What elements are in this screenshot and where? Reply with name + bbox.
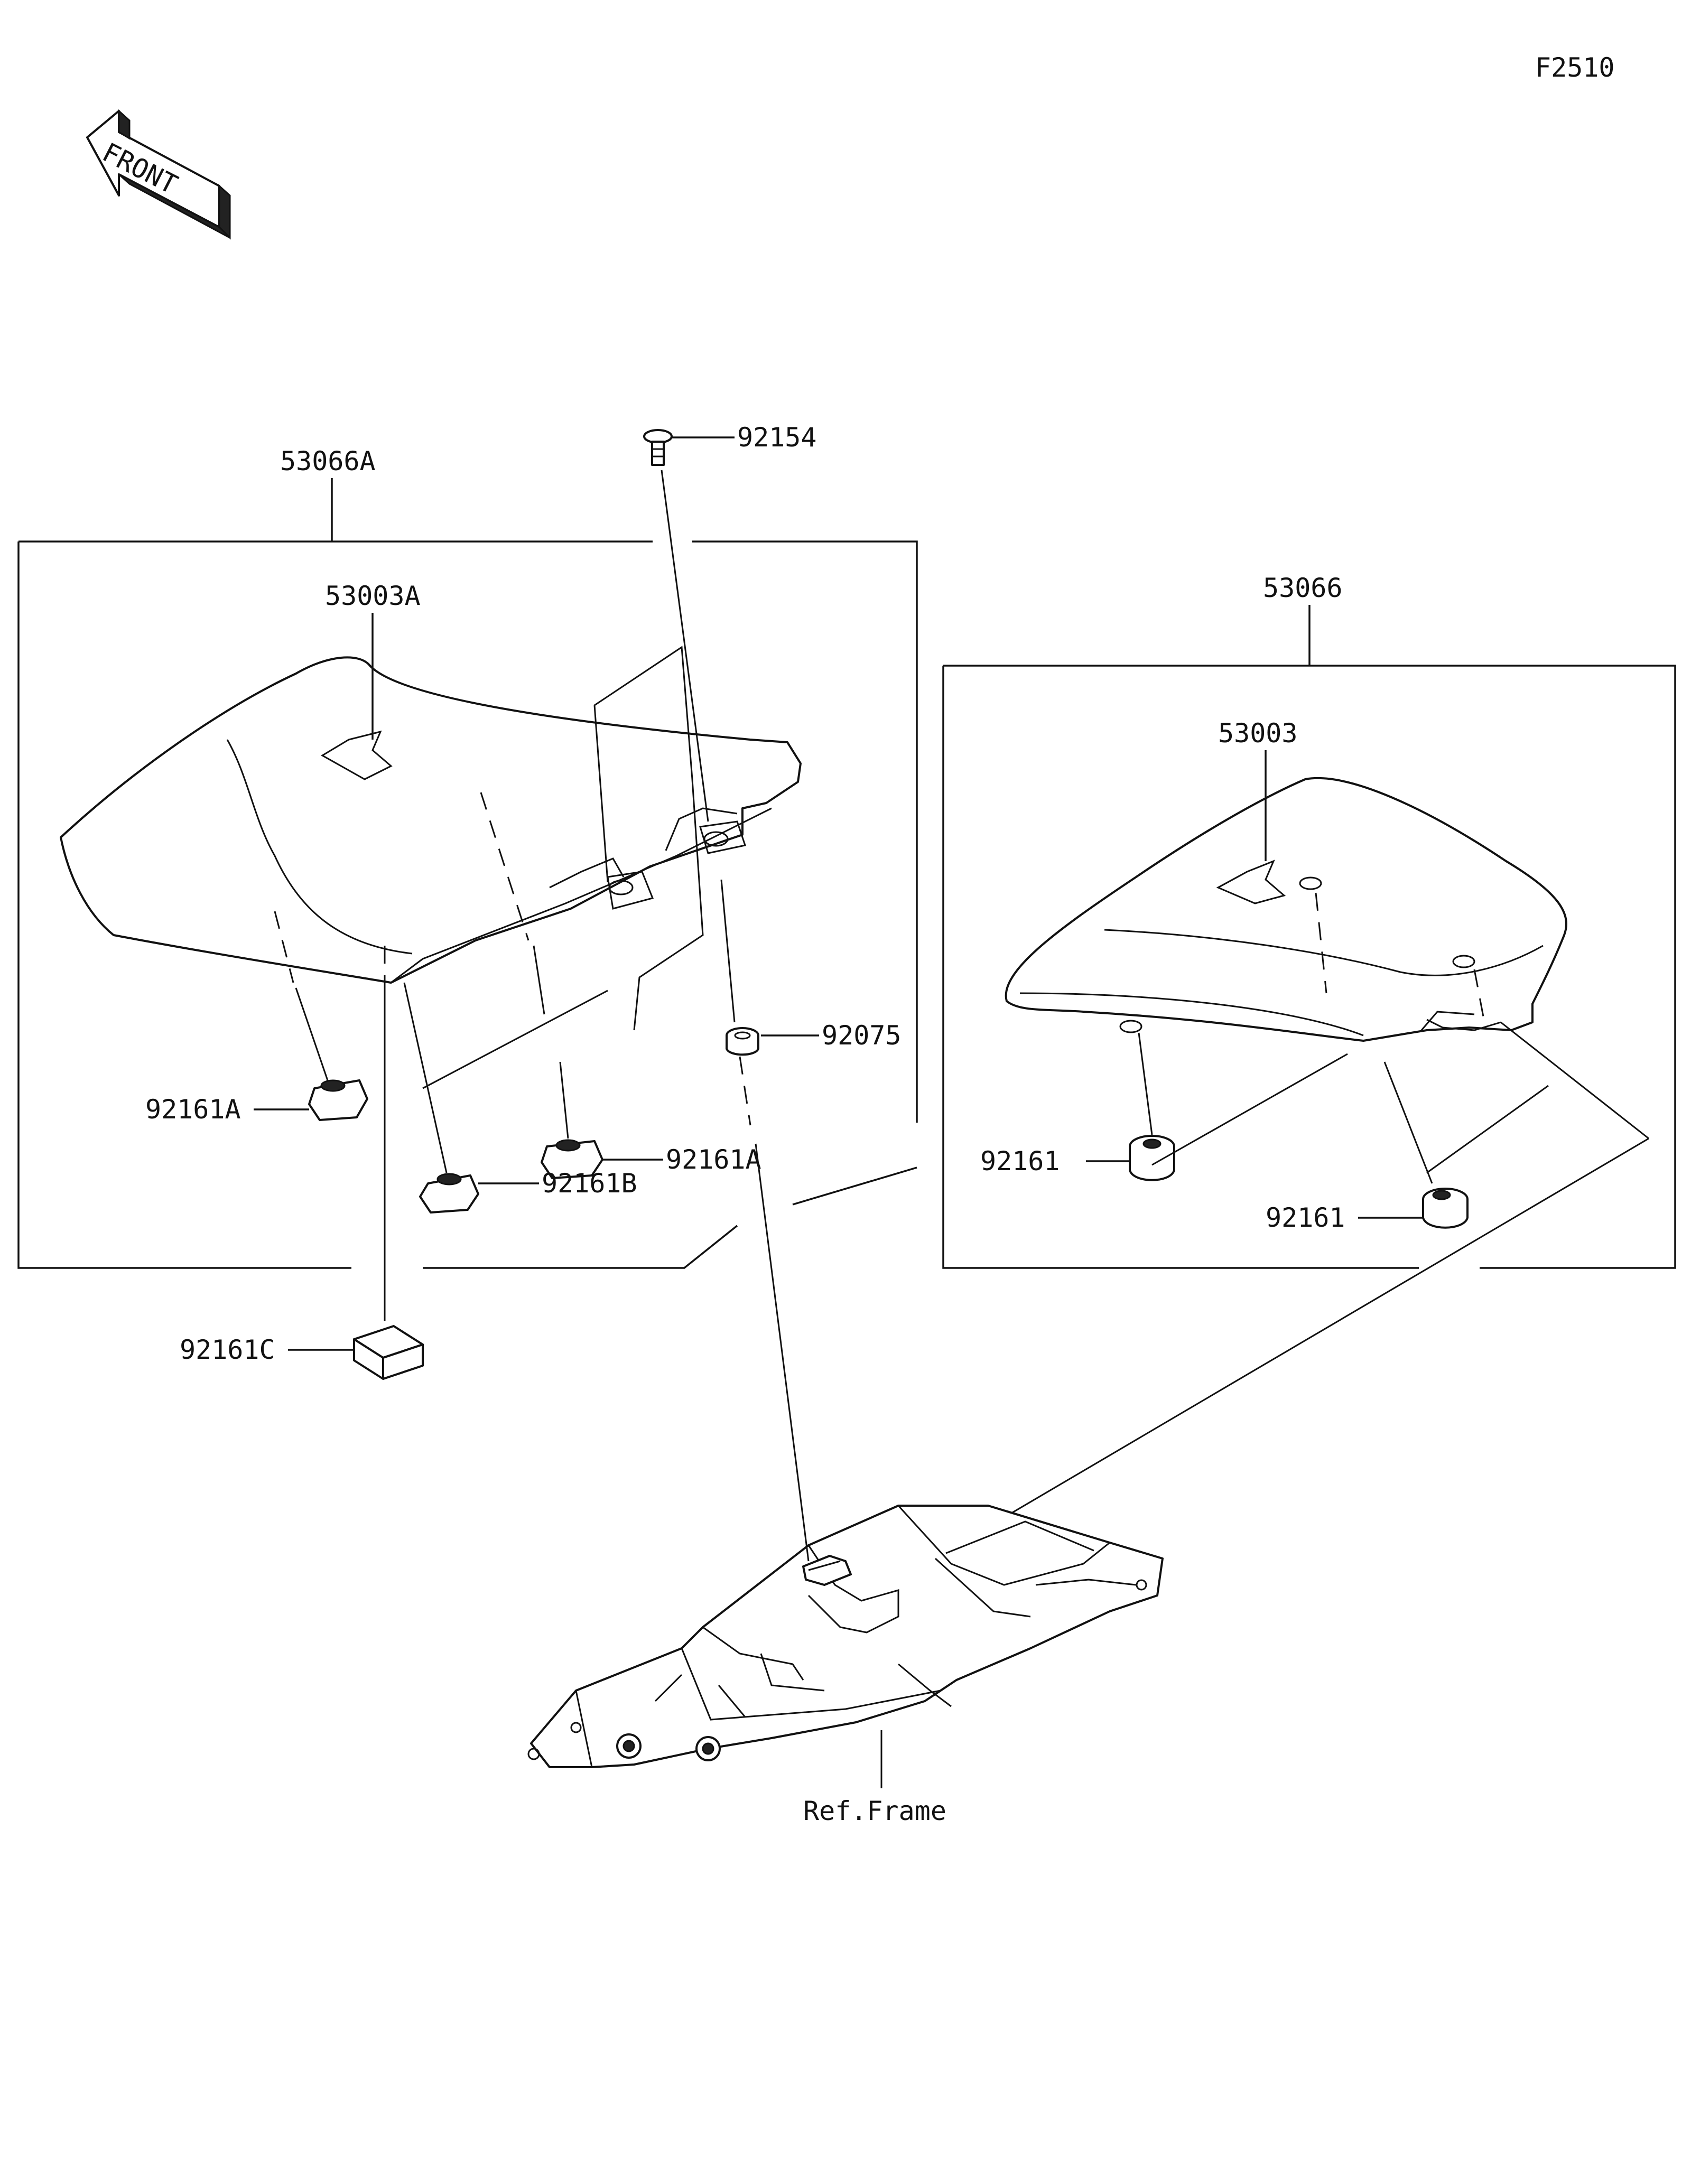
damper-92161b	[419, 1173, 479, 1214]
bolt-92154	[643, 429, 673, 466]
label-53066a: 53066A	[280, 446, 376, 477]
front-seat-group: 53066A 53003A 92154	[17, 422, 918, 1380]
damper-92161a-right	[541, 1139, 603, 1179]
damper-92161a-left	[308, 1079, 368, 1121]
figure-code: F2510	[1535, 52, 1615, 83]
label-92161b: 92161B	[542, 1168, 637, 1199]
label-92161a-left: 92161A	[145, 1094, 241, 1125]
grommet-92075	[726, 1027, 759, 1056]
label-92161-right: 92161	[1266, 1202, 1345, 1233]
label-92154: 92154	[737, 422, 817, 453]
damper-92161c	[353, 1325, 424, 1380]
ref-frame: Ref.Frame	[527, 1143, 1164, 1826]
label-92161-left: 92161	[980, 1146, 1060, 1177]
front-seat-group-frame	[17, 540, 918, 1269]
damper-92161-left	[1129, 1135, 1175, 1181]
label-53003a: 53003A	[325, 581, 421, 611]
damper-92161-right	[1422, 1188, 1469, 1229]
label-53066: 53066	[1263, 573, 1343, 603]
label-92161a-right: 92161A	[666, 1144, 761, 1175]
front-arrow-icon: FRONT	[86, 109, 231, 240]
label-92075: 92075	[822, 1020, 902, 1051]
rear-seat-group: 53066 53003 92161 92161	[942, 573, 1676, 1528]
rear-seat	[1005, 777, 1567, 1042]
label-ref-frame: Ref.Frame	[803, 1796, 946, 1826]
front-seat	[60, 656, 802, 984]
label-53003: 53003	[1218, 718, 1298, 749]
label-92161c: 92161C	[180, 1334, 275, 1365]
